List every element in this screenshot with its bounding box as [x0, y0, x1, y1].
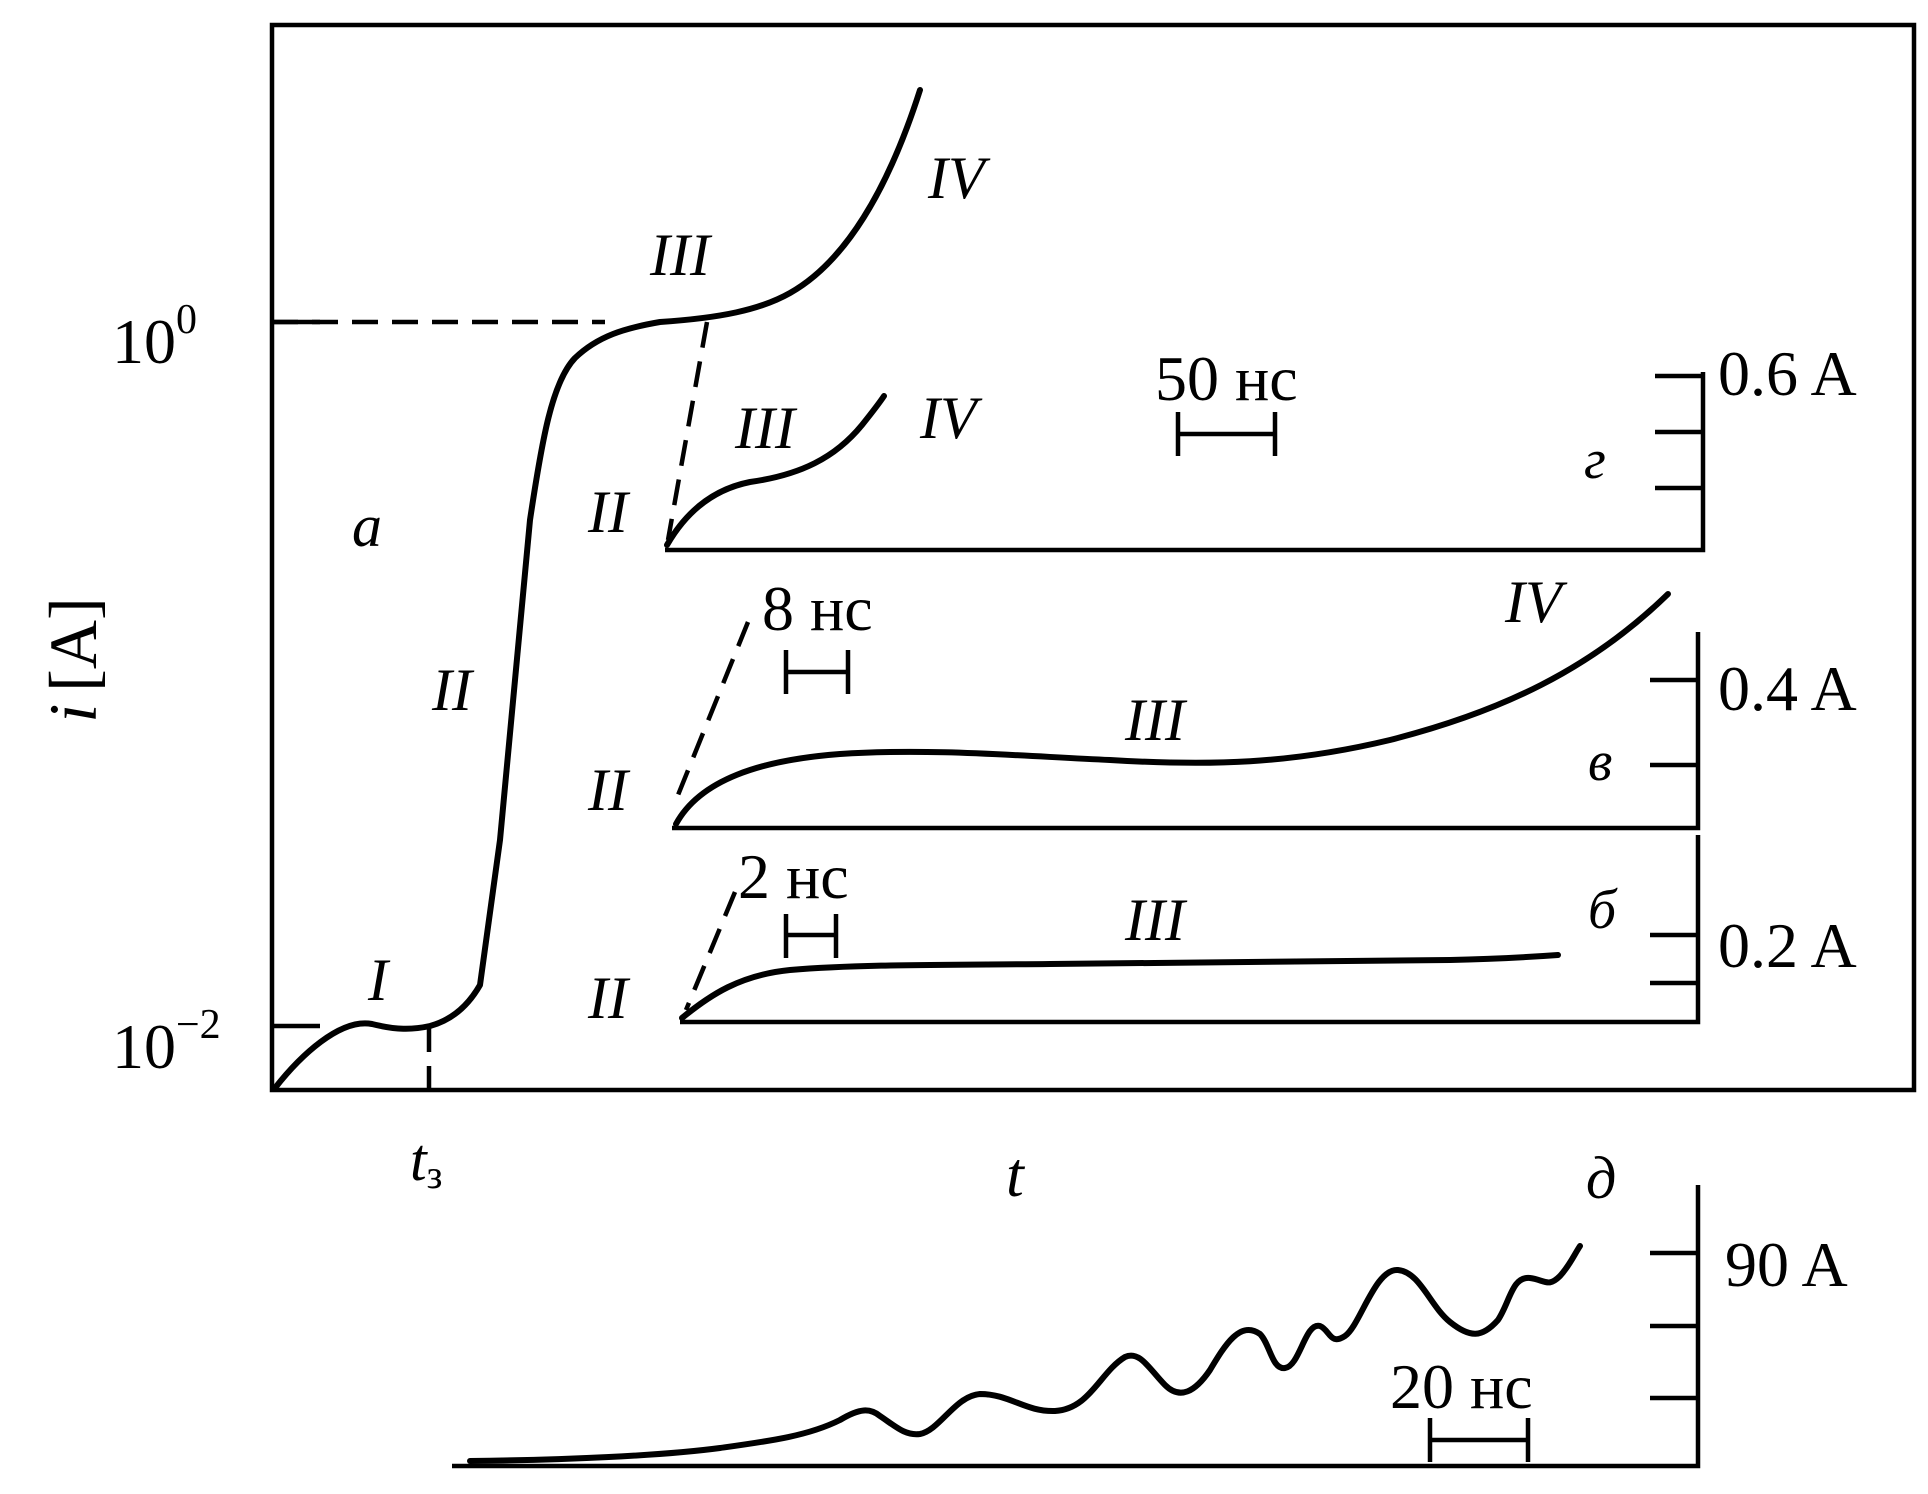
dashed-link-g: [665, 321, 710, 541]
panel-b-dash: [683, 891, 738, 1011]
panel-g-curve: [664, 393, 887, 548]
panel-v-time-bar: [783, 650, 851, 694]
panel-b-time-bar: [783, 914, 839, 958]
panel-v-stage-II: II: [587, 757, 631, 823]
ytick-label-1e0: 100: [112, 297, 197, 377]
panel-g-scale-value: 0.6 A: [1718, 338, 1857, 409]
panel-d-time-label: 20 нс: [1390, 1351, 1533, 1422]
panel-b-curve: [679, 952, 1561, 1021]
panel-d-time-bar: [1427, 1418, 1531, 1462]
panel-d-letter: д: [1586, 1145, 1616, 1211]
ytick-label-1e-2: 10−2: [112, 1002, 221, 1082]
panel-b-axes: [680, 835, 1701, 1025]
panel-g-time-bar: [1175, 412, 1278, 456]
panel-v-scale-value: 0.4 A: [1718, 653, 1857, 724]
panel-g-stage-II: II: [587, 479, 631, 545]
panel-v-axes: [672, 632, 1701, 831]
panel-b-stage-III: III: [1124, 887, 1188, 953]
x-tick-label-tz: tз: [410, 1127, 442, 1197]
stage-label-II-main: II: [431, 657, 475, 723]
stage-label-I: I: [367, 947, 391, 1013]
panel-a-frame: [269, 22, 1917, 1093]
panel-d-axes: [452, 1185, 1701, 1469]
panel-v-dash: [673, 621, 751, 801]
panel-b-letter: б: [1588, 879, 1618, 941]
panel-g-time-label: 50 нс: [1155, 343, 1298, 414]
main-current-curve: [272, 87, 923, 1091]
stage-label-IV-main: IV: [927, 145, 991, 211]
panel-g-stage-III: III: [734, 395, 798, 461]
stage-label-III-main: III: [649, 222, 713, 288]
panel-b-scale-value: 0.2 A: [1718, 910, 1857, 981]
panel-d-curve: [467, 1243, 1583, 1464]
panel-b-stage-II: II: [587, 965, 631, 1031]
panel-g-stage-IV: IV: [919, 385, 983, 451]
panel-g-letter: г: [1584, 429, 1606, 491]
panel-d-scale-value: 90 A: [1725, 1229, 1848, 1300]
x-axis-label: t: [1006, 1139, 1026, 1210]
panel-v-time-label: 8 нс: [762, 573, 873, 644]
panel-v-curve: [673, 591, 1671, 827]
panel-v-stage-III: III: [1124, 687, 1188, 753]
panel-v-letter: в: [1588, 731, 1612, 793]
panel-a-letter: a: [352, 493, 382, 559]
y-axis-label: i[A]: [35, 597, 111, 722]
panel-v-stage-IV: IV: [1504, 569, 1568, 635]
panel-b-time-label: 2 нс: [738, 841, 849, 912]
